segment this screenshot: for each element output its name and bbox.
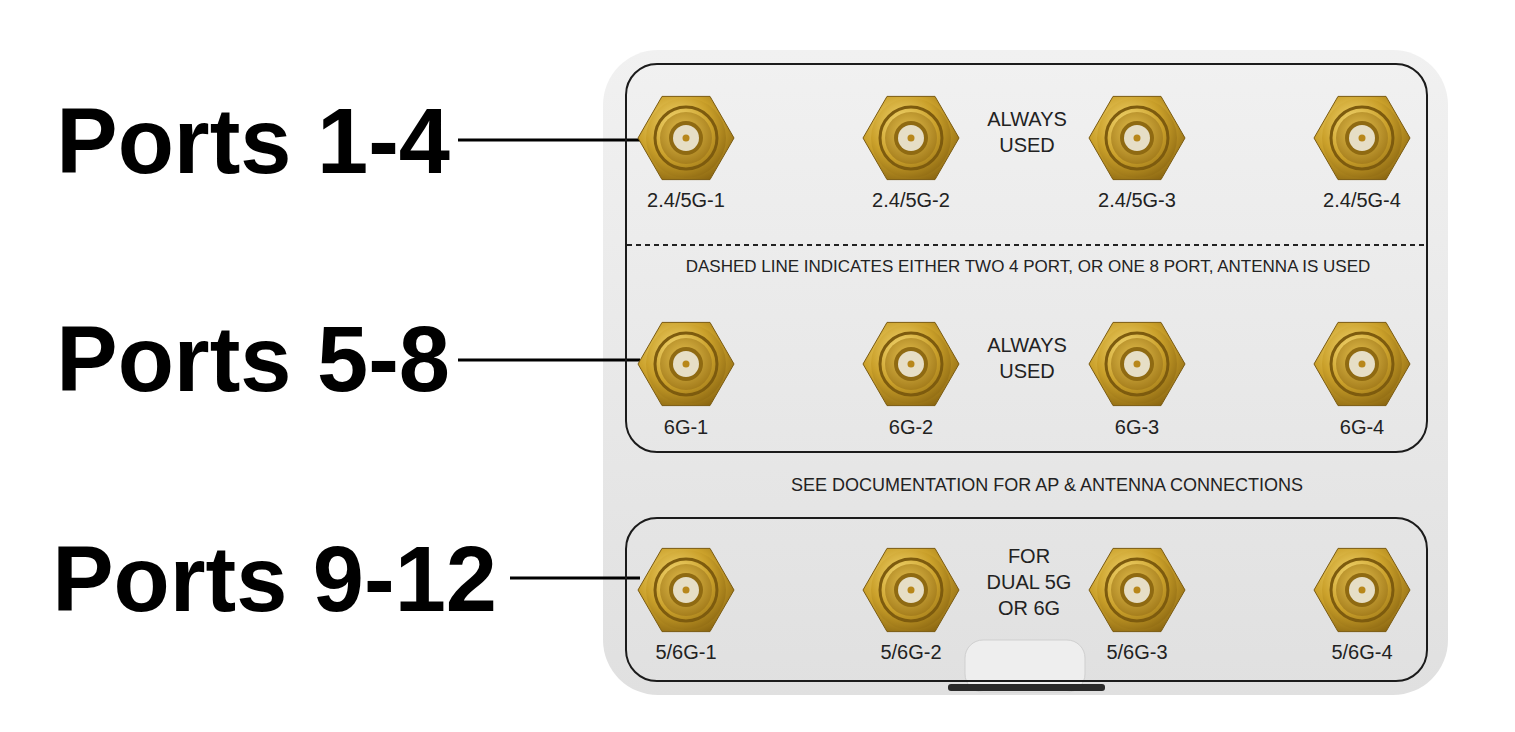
housing-panel-region: SEE DOCUMENTATION FOR AP & ANTENNA CONNE… (603, 50, 1448, 695)
port-label: 2.4/5G-4 (1323, 188, 1401, 213)
callout-label: Ports 1-4 (56, 91, 450, 192)
port-group-box: ALWAYS USED DASHED LINE INDICATES EITHER … (625, 63, 1428, 453)
port-group-box: FOR DUAL 5G OR 6G (625, 517, 1428, 682)
usage-note: ALWAYS USED (978, 106, 1076, 158)
leader-line (458, 359, 640, 362)
port-label: 6G-1 (664, 415, 708, 440)
sma-connector (1314, 548, 1410, 631)
port-label: 2.4/5G-1 (647, 188, 725, 213)
leader-line (458, 139, 640, 142)
sma-connector (1314, 322, 1410, 405)
housing-panel (603, 50, 1448, 695)
port-label: 5/6G-3 (1106, 640, 1167, 665)
port-label: 2.4/5G-2 (872, 188, 950, 213)
sma-connector (638, 96, 734, 179)
sma-connector (638, 322, 734, 405)
port-label: 5/6G-4 (1331, 640, 1392, 665)
leader-line (510, 577, 640, 580)
usage-note: FOR DUAL 5G OR 6G (980, 543, 1078, 621)
dashed-divider (627, 244, 1426, 246)
sma-connector (1089, 96, 1185, 179)
port-label: 6G-4 (1340, 415, 1384, 440)
port-label: 2.4/5G-3 (1098, 188, 1176, 213)
sma-connector (1314, 96, 1410, 179)
sma-connector (1089, 322, 1185, 405)
sma-connector (1089, 548, 1185, 631)
port-label: 5/6G-1 (655, 640, 716, 665)
callout-label: Ports 9-12 (52, 529, 497, 630)
callout-label: Ports 5-8 (56, 309, 450, 410)
port-label: 6G-2 (889, 415, 933, 440)
port-label: 5/6G-2 (880, 640, 941, 665)
instruction-note: SEE DOCUMENTATION FOR AP & ANTENNA CONNE… (791, 474, 1303, 497)
sma-connector (863, 548, 959, 631)
dashed-line-note: DASHED LINE INDICATES EITHER TWO 4 PORT,… (686, 256, 1371, 277)
usage-note: ALWAYS USED (978, 332, 1076, 384)
sma-connector (863, 322, 959, 405)
sma-connector (863, 96, 959, 179)
sma-connector (638, 548, 734, 631)
port-label: 6G-3 (1115, 415, 1159, 440)
tab-edge (948, 684, 1105, 691)
